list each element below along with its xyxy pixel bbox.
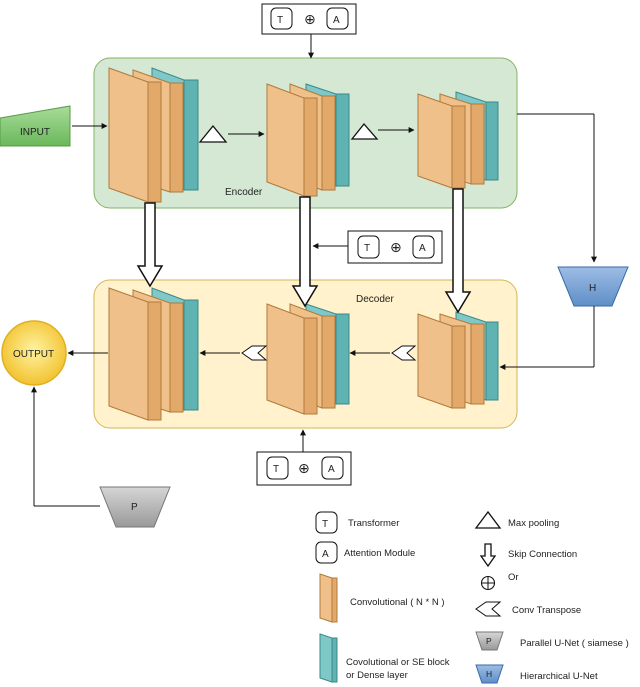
svg-text:A: A bbox=[333, 15, 340, 26]
input-label: INPUT bbox=[20, 127, 50, 138]
svg-text:T: T bbox=[364, 243, 370, 254]
svg-text:A: A bbox=[322, 549, 329, 560]
decoder-block-2 bbox=[266, 303, 350, 415]
svg-text:T: T bbox=[322, 519, 328, 530]
svg-text:Transformer: Transformer bbox=[348, 518, 399, 529]
decoder-block-1 bbox=[108, 287, 199, 421]
encoder-block-1 bbox=[108, 67, 199, 203]
svg-text:Hierarchical U-Net: Hierarchical U-Net bbox=[520, 671, 598, 682]
svg-text:Parallel U-Net ( siamese ): Parallel U-Net ( siamese ) bbox=[520, 638, 629, 649]
svg-text:⊕: ⊕ bbox=[298, 460, 310, 476]
max-pooling-icon bbox=[198, 124, 228, 143]
svg-text:P: P bbox=[486, 636, 492, 646]
legend-transformer: T Transformer bbox=[315, 511, 399, 534]
output-node bbox=[1, 320, 67, 386]
svg-text:H: H bbox=[486, 669, 492, 679]
legend-max-pooling: Max pooling bbox=[474, 510, 559, 529]
input-block bbox=[0, 105, 71, 147]
svg-text:T: T bbox=[273, 464, 279, 475]
legend-se-block: Covolutional or SE block or Dense layer bbox=[319, 633, 450, 683]
svg-text:A: A bbox=[328, 464, 335, 475]
conv-transpose-icon bbox=[391, 345, 417, 361]
svg-text:Max pooling: Max pooling bbox=[508, 518, 559, 529]
legend-skip-connection: Skip Connection bbox=[479, 543, 577, 568]
svg-text:⊕: ⊕ bbox=[304, 11, 316, 27]
skip-connection-arrow bbox=[291, 196, 319, 308]
hierarchical-letter: H bbox=[589, 283, 596, 294]
svg-text:Attention Module: Attention Module bbox=[344, 548, 415, 559]
decoder-label: Decoder bbox=[356, 294, 394, 305]
svg-text:Conv Transpose: Conv Transpose bbox=[512, 605, 581, 616]
hierarchical-unet-block bbox=[557, 266, 629, 307]
legend-attention: A Attention Module bbox=[315, 541, 415, 564]
skip-connection-arrow bbox=[444, 188, 472, 314]
parallel-unet-block bbox=[99, 486, 171, 528]
top-op-box: T ⊕ A bbox=[261, 3, 357, 35]
svg-text:or Dense layer: or Dense layer bbox=[346, 670, 408, 681]
legend-convolutional: Convolutional ( N * N ) bbox=[319, 573, 445, 623]
encoder-block-3 bbox=[417, 91, 499, 189]
legend-parallel-unet: P Parallel U-Net ( siamese ) bbox=[475, 631, 629, 651]
svg-text:T: T bbox=[277, 15, 283, 26]
encoder-label: Encoder bbox=[225, 187, 263, 198]
svg-text:Convolutional ( N * N ): Convolutional ( N * N ) bbox=[350, 597, 445, 608]
skip-connection-arrow bbox=[136, 202, 164, 288]
legend-or: Or bbox=[480, 572, 519, 591]
middle-op-box: T ⊕ A bbox=[347, 230, 443, 264]
svg-text:⊕: ⊕ bbox=[390, 239, 402, 255]
bottom-op-box: T ⊕ A bbox=[256, 451, 352, 486]
svg-text:A: A bbox=[419, 243, 426, 254]
svg-text:Covolutional or SE block: Covolutional or SE block bbox=[346, 657, 450, 668]
output-label: OUTPUT bbox=[13, 349, 54, 360]
conv-transpose-icon bbox=[241, 345, 268, 361]
legend-hierarchical-unet: H Hierarchical U-Net bbox=[475, 664, 598, 684]
encoder-block-2 bbox=[266, 83, 350, 197]
parallel-letter: P bbox=[131, 502, 138, 513]
svg-text:Or: Or bbox=[508, 572, 519, 583]
decoder-block-3 bbox=[417, 311, 499, 409]
svg-text:Skip Connection: Skip Connection bbox=[508, 549, 577, 560]
legend-conv-transpose: Conv Transpose bbox=[475, 601, 581, 617]
max-pooling-icon bbox=[350, 122, 379, 140]
